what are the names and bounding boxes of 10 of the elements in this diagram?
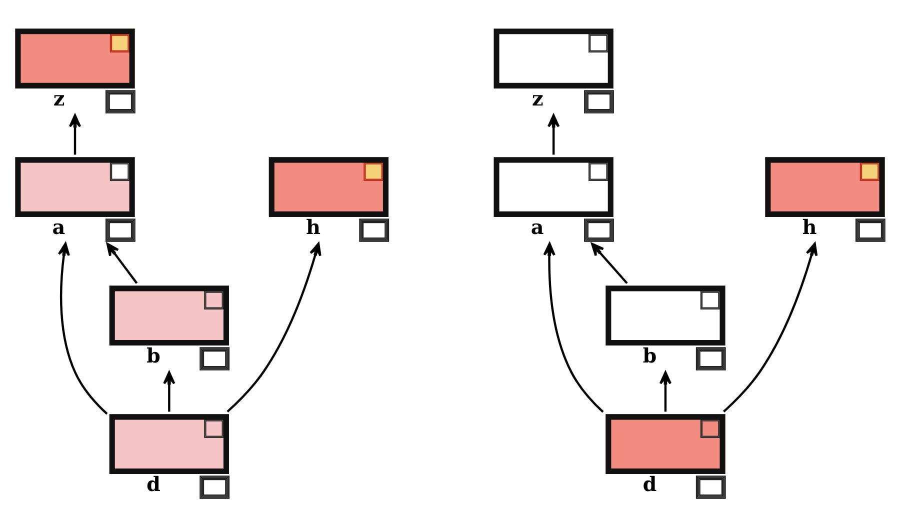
arrow — [106, 242, 138, 284]
arrow — [722, 242, 818, 412]
arrow — [226, 242, 322, 412]
arrow — [543, 242, 604, 413]
arrow — [68, 114, 82, 155]
arrow — [547, 114, 560, 155]
arrow — [659, 371, 672, 412]
arrow — [591, 242, 628, 284]
arrow — [163, 371, 176, 412]
arrow — [58, 242, 108, 415]
